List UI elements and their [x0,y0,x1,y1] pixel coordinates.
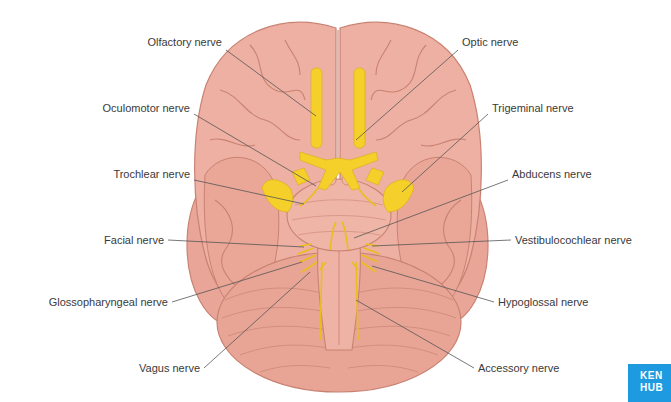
nerve-label: Vestibulocochlear nerve [515,234,632,247]
nerve-label: Glossopharyngeal nerve [49,296,168,309]
nerve-label: Olfactory nerve [147,36,222,49]
logo-text: KEN [640,370,663,381]
nerve-label: Oculomotor nerve [103,102,190,115]
nerve-label: Trochlear nerve [113,168,190,181]
nerve-label: Trigeminal nerve [492,102,574,115]
nerve-label: Facial nerve [104,234,164,247]
nerve-label: Accessory nerve [478,362,559,375]
logo-text: HUB [640,382,663,393]
nerve-label: Vagus nerve [139,362,200,375]
nerve-label: Abducens nerve [512,168,592,181]
nerve-label: Optic nerve [462,36,518,49]
nerve-label: Hypoglossal nerve [498,296,589,309]
